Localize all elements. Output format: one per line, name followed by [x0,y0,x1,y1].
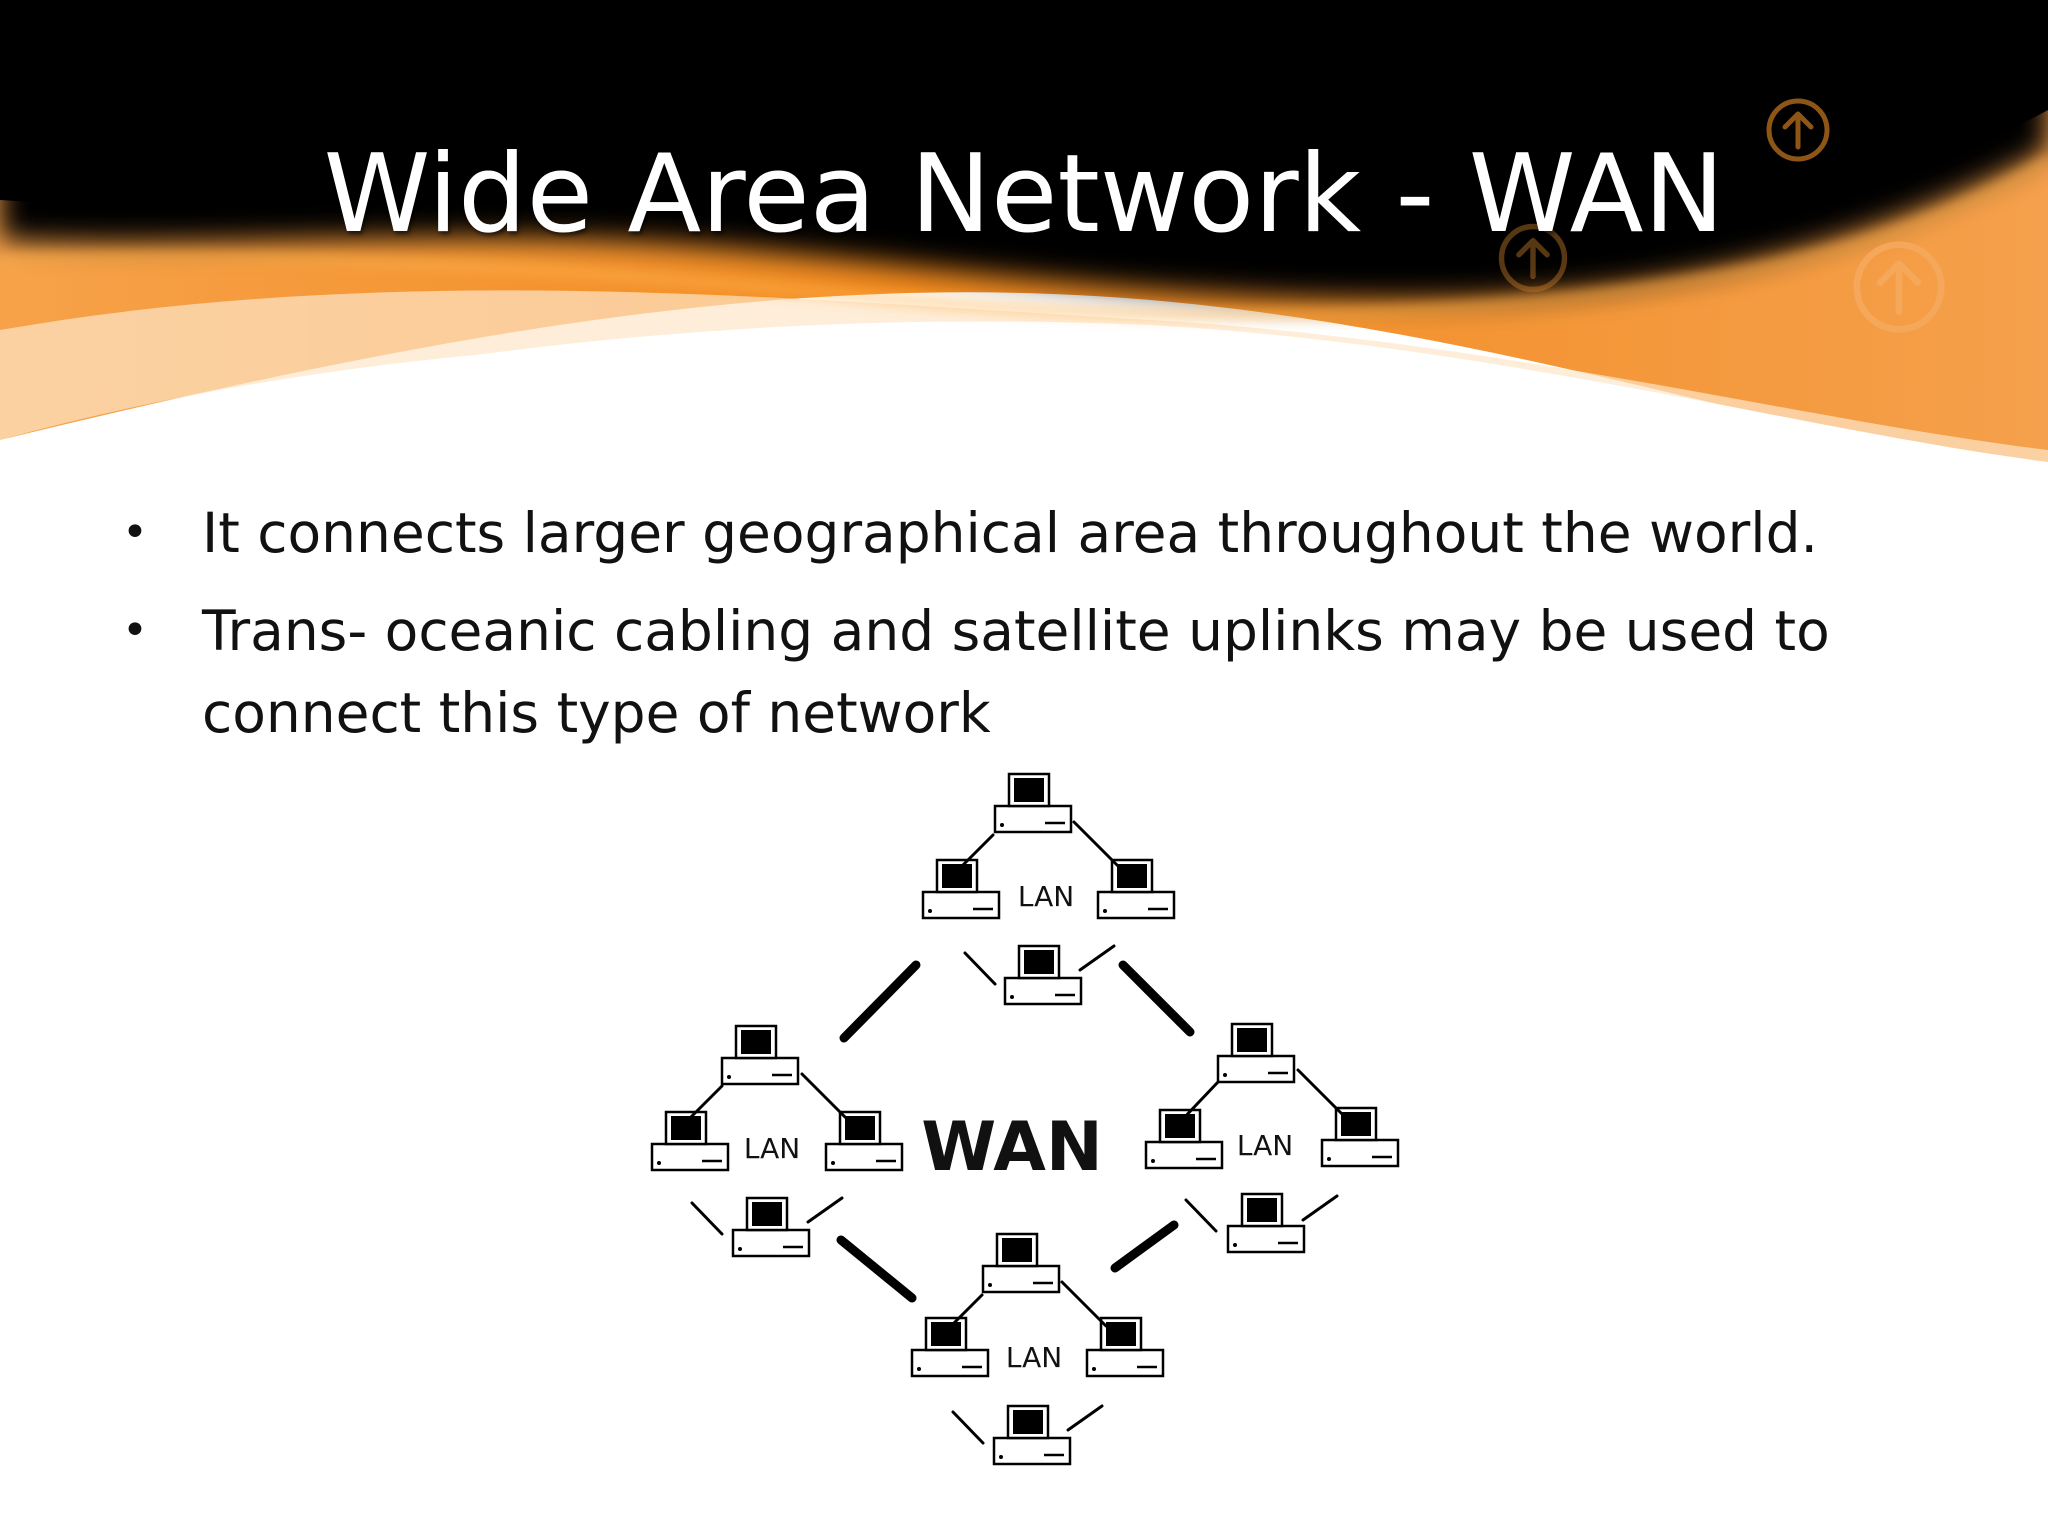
bullet-item: • Trans- oceanic cabling and satellite u… [118,590,1978,754]
computer-icon [1226,1192,1306,1254]
wan-link [836,1235,917,1303]
computer-icon [992,1404,1072,1466]
bullet-list: • It connects larger geographical area t… [118,492,1978,770]
upload-arrow-circle-icon [1498,223,1568,293]
bullet-icon: • [122,605,148,656]
lan-label: LAN [744,1132,800,1165]
upload-arrow-circle-icon [1766,98,1830,162]
wan-link [839,960,921,1043]
bullet-icon: • [122,507,148,558]
wan-link [1110,1220,1179,1273]
lan-top: LAN [921,772,1176,1006]
lan-label: LAN [1237,1129,1293,1162]
bullet-item: • It connects larger geographical area t… [118,492,1978,574]
wan-link [1118,960,1195,1037]
slide-title: Wide Area Network - WAN [323,132,1725,257]
upload-arrow-circle-icon [1853,241,1945,333]
lan-label: LAN [1006,1341,1062,1374]
lan-left: LAN [650,1024,904,1258]
computer-icon [1320,1106,1400,1168]
wan-diagram: LAN LAN LAN LAN WAN [650,772,1400,1466]
computer-icon [824,1110,904,1172]
computer-icon [981,1232,1061,1294]
computer-icon [720,1024,800,1086]
wan-label: WAN [921,1108,1103,1187]
computer-icon [1216,1022,1296,1084]
lan-bottom: LAN [910,1232,1165,1466]
bullet-text: Trans- oceanic cabling and satellite upl… [202,599,1830,745]
lan-right: LAN [1144,1022,1400,1254]
bullet-text: It connects larger geographical area thr… [202,501,1818,565]
computer-icon [1003,944,1083,1006]
computer-icon [1096,858,1176,920]
computer-icon [1085,1316,1165,1378]
computer-icon [731,1196,811,1258]
lan-label: LAN [1018,880,1074,913]
title-banner [0,0,2048,480]
computer-icon [650,1110,730,1172]
computer-icon [993,772,1073,834]
